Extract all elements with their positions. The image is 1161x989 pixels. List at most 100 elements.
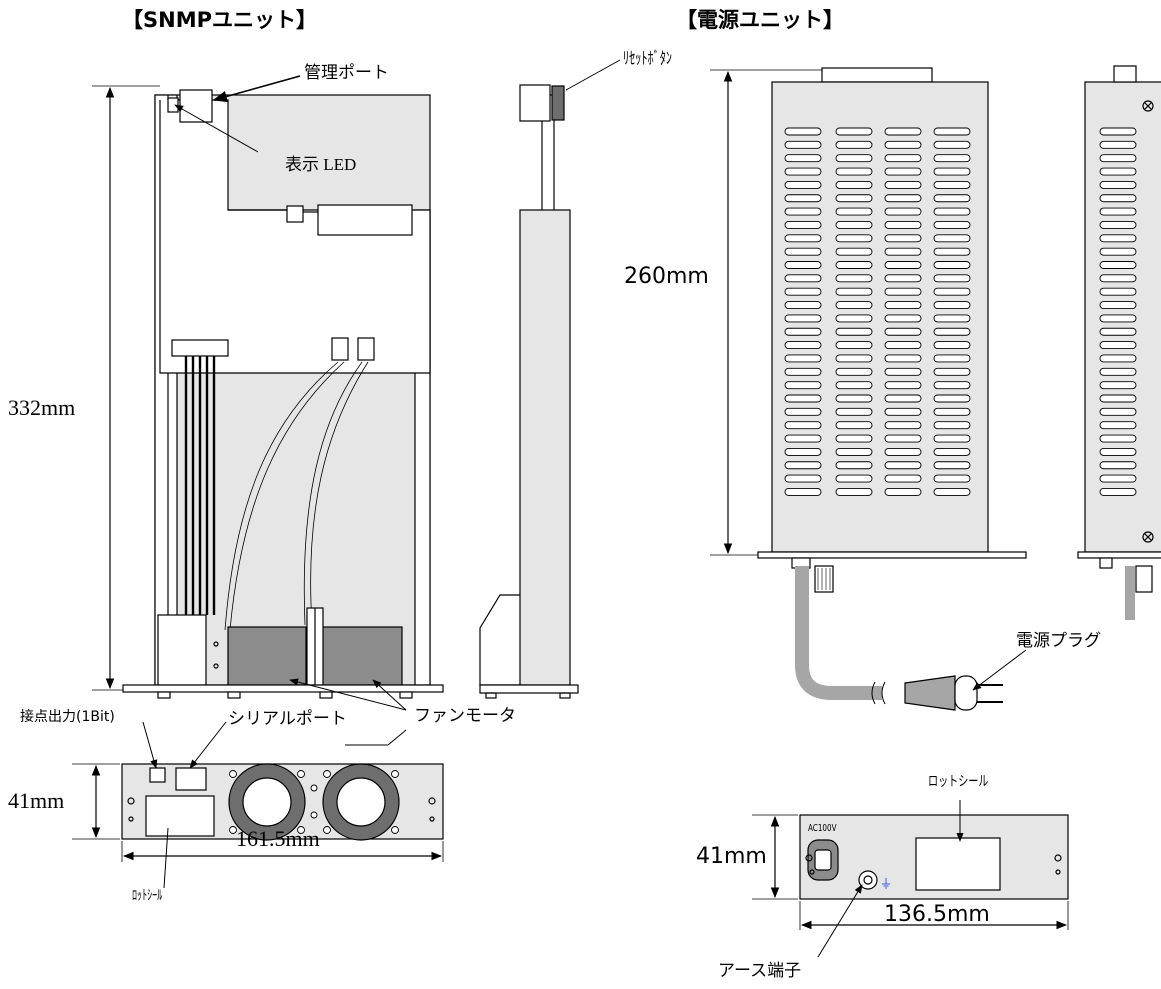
snmp-bottom-view xyxy=(72,721,444,889)
power-lot-seal-label: ロットシール xyxy=(928,774,989,790)
vent-slot xyxy=(784,301,822,309)
vent-slot xyxy=(884,434,922,443)
vent-slot xyxy=(784,421,822,430)
vent-slot xyxy=(884,180,922,189)
vent-slot xyxy=(784,447,822,456)
power-side-view xyxy=(1077,65,1161,620)
contact-output-port xyxy=(149,767,166,783)
vent-slot xyxy=(835,341,873,350)
vent-slot xyxy=(933,421,971,430)
vent-slot xyxy=(835,127,873,136)
earth-terminal-label: アース端子 xyxy=(718,961,802,981)
vent-slot xyxy=(784,287,822,296)
vent-slot xyxy=(884,127,922,136)
vent-slot xyxy=(933,354,971,363)
vent-slot xyxy=(784,261,822,269)
vent-slot xyxy=(784,140,822,149)
vent-slot xyxy=(933,194,971,203)
vent-slot xyxy=(1099,367,1137,376)
vent-slot xyxy=(933,474,971,483)
plug-leader xyxy=(972,649,1027,691)
power-base-plate xyxy=(757,551,1027,559)
vent-slot xyxy=(933,327,971,336)
vent-slot xyxy=(835,261,873,269)
reset-button xyxy=(551,85,565,121)
vent-slot xyxy=(784,207,822,216)
vent-slot xyxy=(784,488,822,496)
vent-slot xyxy=(835,381,873,390)
vent-slot xyxy=(835,354,873,363)
vent-slot xyxy=(835,167,873,176)
vent-slot xyxy=(933,274,971,283)
vent-slot xyxy=(884,140,922,149)
power-plug-label: 電源プラグ xyxy=(1016,631,1101,651)
vent-slot xyxy=(835,394,873,403)
reset-button-label: ﾘｾｯﾄﾎﾞﾀﾝ xyxy=(623,49,672,68)
ac100v-label: AC100V xyxy=(808,823,837,834)
vent-slot xyxy=(835,407,873,416)
vent-slot xyxy=(884,421,922,430)
vent-slot xyxy=(933,261,971,269)
vent-slot xyxy=(933,301,971,309)
vent-slot xyxy=(1099,434,1137,443)
vent-slot xyxy=(884,301,922,309)
led-label: 表示 LED xyxy=(285,155,357,174)
power-vent-grid xyxy=(784,127,971,496)
vent-slot xyxy=(1099,421,1137,430)
vent-slot xyxy=(784,127,822,136)
vent-slot xyxy=(1099,354,1137,363)
vent-slot xyxy=(835,327,873,336)
power-unit-title: 【電源ユニット】 xyxy=(676,8,844,32)
vent-slot xyxy=(884,461,922,470)
snmp-power-connector xyxy=(157,614,207,686)
vent-slot xyxy=(835,301,873,309)
vent-slot xyxy=(835,220,873,229)
vent-slot xyxy=(784,474,822,483)
led-leader xyxy=(174,104,259,153)
power-plug-body xyxy=(904,675,956,711)
power-knob xyxy=(814,565,834,593)
vent-slot xyxy=(884,220,922,229)
vent-slot xyxy=(1099,327,1137,336)
vent-slot xyxy=(933,220,971,229)
vent-slot xyxy=(884,261,922,269)
vent-slot xyxy=(835,234,873,243)
vent-slot xyxy=(784,381,822,390)
power-side-vent-grid xyxy=(1099,127,1137,496)
vent-slot xyxy=(884,447,922,456)
snmp-ribbon-connector xyxy=(171,339,229,357)
vent-slot xyxy=(884,341,922,350)
vent-slot xyxy=(884,154,922,163)
power-cord xyxy=(795,566,882,700)
vent-slot xyxy=(784,154,822,163)
vent-slot xyxy=(884,247,922,256)
vent-slot xyxy=(933,407,971,416)
vent-slot xyxy=(884,274,922,283)
vent-slot xyxy=(784,194,822,203)
vent-slot xyxy=(1099,234,1137,243)
vent-slot xyxy=(884,354,922,363)
vent-slot xyxy=(933,488,971,496)
vent-slot xyxy=(1099,394,1137,403)
vent-slot xyxy=(884,234,922,243)
vent-slot xyxy=(1099,341,1137,350)
vent-slot xyxy=(835,474,873,483)
vent-slot xyxy=(784,234,822,243)
vent-slot xyxy=(835,421,873,430)
snmp-width-label: 161.5mm xyxy=(236,826,320,851)
vent-slot xyxy=(933,461,971,470)
vent-slot xyxy=(933,180,971,189)
vent-slot xyxy=(835,180,873,189)
snmp-lot-seal xyxy=(145,795,215,837)
vent-slot xyxy=(933,234,971,243)
vent-slot xyxy=(933,434,971,443)
vent-slot xyxy=(933,341,971,350)
vent-slot xyxy=(933,287,971,296)
snmp-module xyxy=(317,204,413,236)
serial-port xyxy=(175,767,207,791)
vent-slot xyxy=(835,194,873,203)
vent-slot xyxy=(884,287,922,296)
vent-slot xyxy=(835,367,873,376)
vent-slot xyxy=(884,314,922,323)
